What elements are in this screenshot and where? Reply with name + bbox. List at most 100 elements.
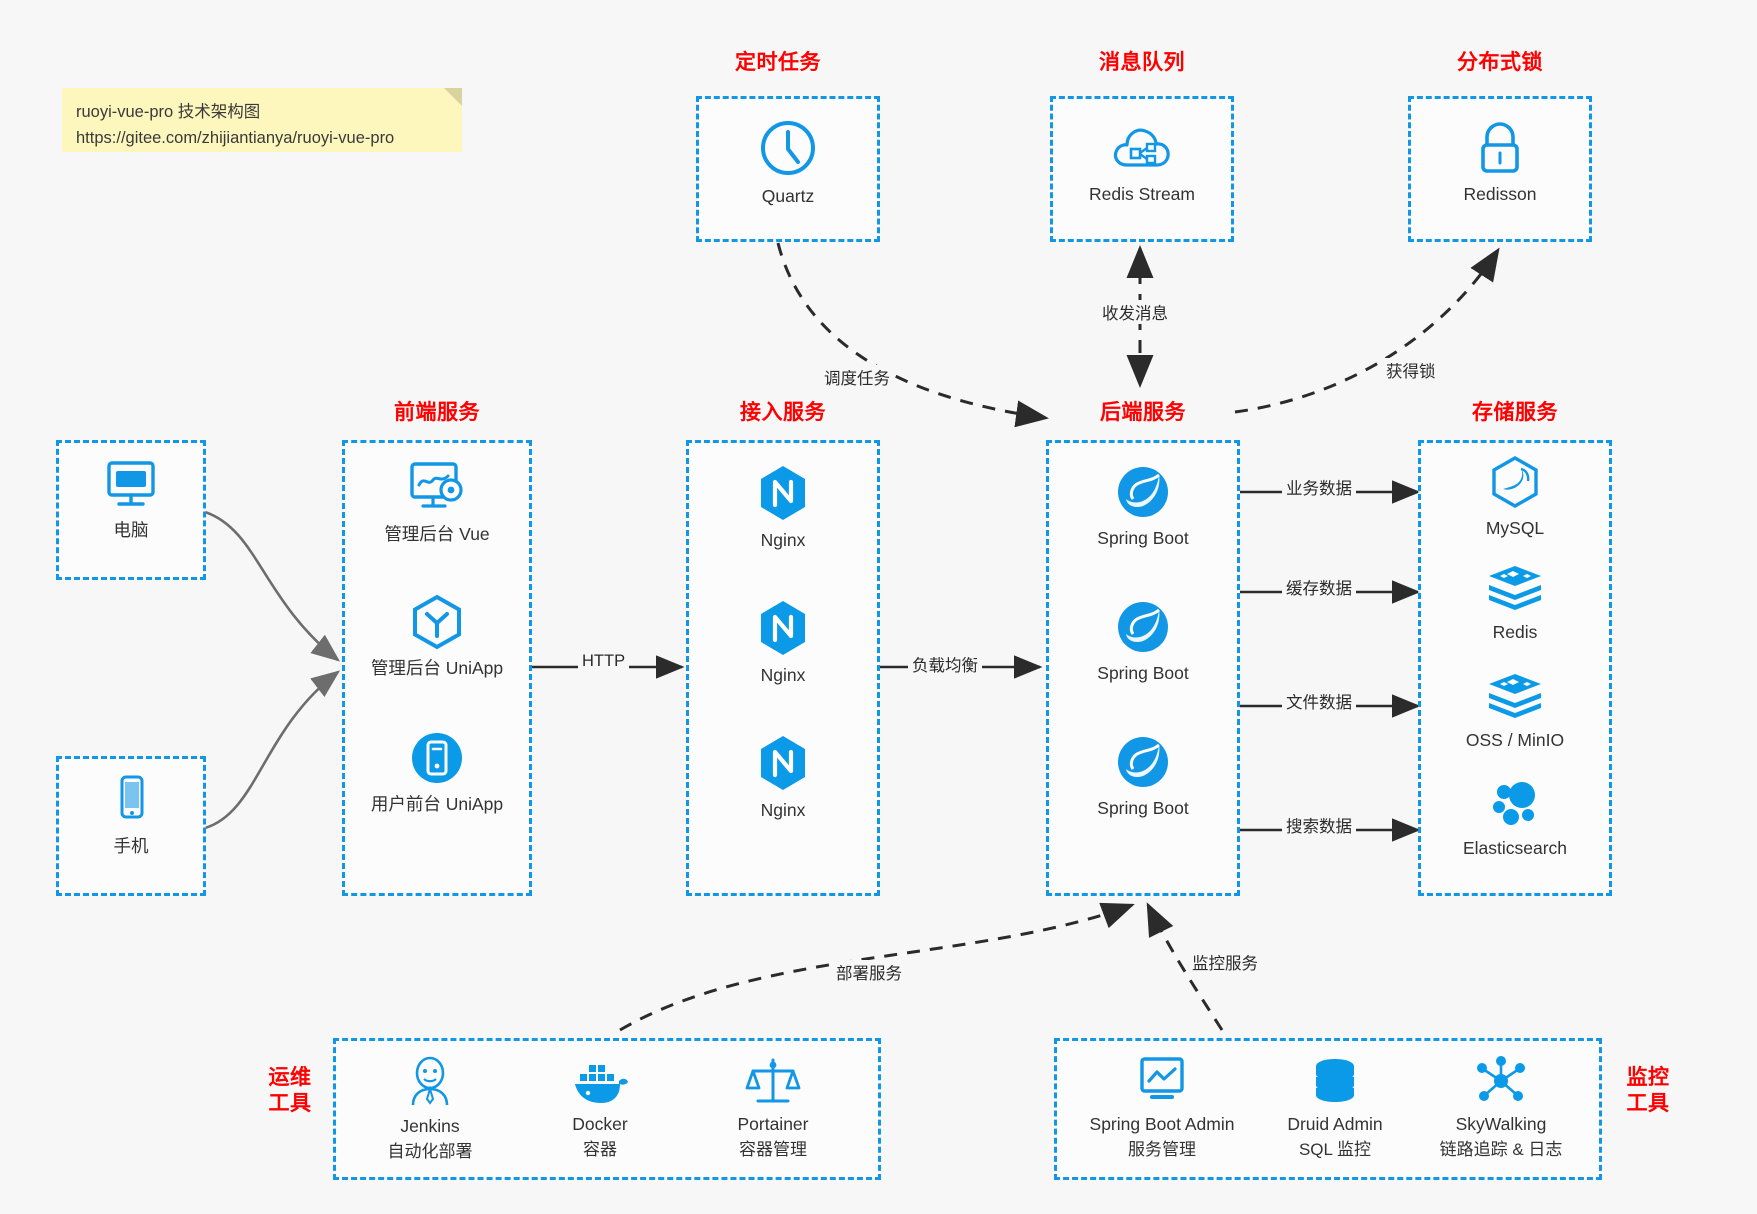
group-box-lock[interactable]: Redisson — [1408, 96, 1592, 242]
node-desc: 服务管理 — [1128, 1139, 1196, 1159]
mysql-dolphin-icon — [1492, 456, 1538, 508]
spring-leaf-icon — [1118, 737, 1168, 787]
docker-whale-icon — [575, 1065, 628, 1103]
group-box-backend[interactable]: Spring Boot Spring Boot Spring Boot — [1046, 440, 1240, 896]
node-oss-minio[interactable]: OSS / MinIO — [1421, 671, 1609, 753]
node-label: 管理后台 UniApp — [370, 658, 504, 678]
node-admin-uniapp[interactable]: 管理后台 UniApp — [345, 593, 529, 681]
node-name: Jenkins — [400, 1116, 460, 1136]
group-title-storage: 存储服务 — [1472, 401, 1558, 424]
group-box-devops[interactable]: Jenkins 自动化部署 Docker 容器 — [333, 1038, 881, 1180]
edge-label-send-receive-message: 收发消息 — [1098, 300, 1172, 324]
portainer-scale-icon — [745, 1058, 801, 1103]
node-label: Redisson — [1463, 184, 1537, 204]
diagram-note: ruoyi-vue-pro 技术架构图 https://gitee.com/zh… — [62, 88, 462, 152]
node-desc: 自动化部署 — [387, 1141, 473, 1161]
nginx-icon — [761, 736, 805, 790]
node-name: Portainer — [737, 1114, 809, 1134]
group-box-scheduler[interactable]: Quartz — [696, 96, 880, 242]
group-box-frontend[interactable]: 管理后台 Vue 管理后台 UniApp 用户前台 UniApp — [342, 440, 532, 896]
group-title-scheduler: 定时任务 — [735, 51, 821, 74]
node-label: 用户前台 UniApp — [370, 794, 504, 814]
group-title-monitor-line1: 监控 — [1626, 1066, 1670, 1089]
node-desc: 容器管理 — [739, 1139, 807, 1159]
node-mobile[interactable]: 手机 — [59, 773, 203, 859]
redis-stack-icon — [1489, 566, 1541, 610]
spring-leaf-icon — [1118, 467, 1168, 517]
node-elasticsearch[interactable]: Elasticsearch — [1421, 779, 1609, 861]
node-label: Nginx — [760, 530, 806, 550]
client-box-desktop[interactable]: 电脑 — [56, 440, 206, 580]
node-label: 管理后台 Vue — [384, 524, 490, 544]
group-box-mq[interactable]: Redis Stream — [1050, 96, 1234, 242]
node-name: Spring Boot Admin — [1089, 1114, 1235, 1134]
node-nginx-3[interactable]: Nginx — [689, 733, 877, 823]
node-label: MySQL — [1485, 518, 1545, 538]
group-title-lock: 分布式锁 — [1457, 51, 1543, 74]
node-label: Redis — [1492, 622, 1538, 642]
group-title-frontend: 前端服务 — [394, 401, 480, 424]
node-spring-boot-2[interactable]: Spring Boot — [1049, 598, 1237, 686]
node-spring-boot-admin[interactable]: Spring Boot Admin 服务管理 — [1067, 1055, 1257, 1162]
spring-leaf-icon — [1118, 602, 1168, 652]
edge-label-acquire-lock: 获得锁 — [1382, 358, 1440, 382]
group-title-devops: 运维 工具 — [255, 1065, 325, 1116]
group-box-gateway[interactable]: Nginx Nginx Nginx — [686, 440, 880, 896]
jenkins-butler-icon — [411, 1056, 449, 1106]
edge-label-cache-data: 缓存数据 — [1282, 575, 1356, 599]
node-jenkins[interactable]: Jenkins 自动化部署 — [350, 1055, 510, 1164]
node-label: Spring Boot — [1097, 663, 1189, 683]
node-label: Quartz — [761, 186, 815, 206]
edge-label-business-data: 业务数据 — [1282, 475, 1356, 499]
group-box-storage[interactable]: MySQL Redis OSS / MinIO — [1418, 440, 1612, 896]
node-spring-boot-1[interactable]: Spring Boot — [1049, 463, 1237, 551]
group-title-monitor-line2: 工具 — [1626, 1091, 1670, 1115]
padlock-icon — [1481, 122, 1519, 173]
node-name: Druid Admin — [1287, 1114, 1383, 1134]
edge-label-file-data: 文件数据 — [1282, 689, 1356, 713]
edge-label-load-balance: 负载均衡 — [908, 652, 982, 676]
node-nginx-1[interactable]: Nginx — [689, 463, 877, 553]
elasticsearch-icon — [1493, 782, 1535, 825]
node-spring-boot-3[interactable]: Spring Boot — [1049, 733, 1237, 821]
group-title-monitor: 监控 工具 — [1613, 1065, 1683, 1116]
node-label: Spring Boot — [1097, 798, 1189, 818]
node-label: Elasticsearch — [1462, 838, 1568, 858]
note-url: https://gitee.com/zhijiantianya/ruoyi-vu… — [76, 128, 395, 147]
group-box-monitor[interactable]: Spring Boot Admin 服务管理 Druid Admin SQL 监… — [1054, 1038, 1602, 1180]
node-label: 电脑 — [113, 520, 149, 540]
desktop-icon — [107, 461, 155, 506]
edge-label-http: HTTP — [578, 652, 630, 671]
node-portainer[interactable]: Portainer 容器管理 — [688, 1055, 858, 1162]
node-admin-vue[interactable]: 管理后台 Vue — [345, 459, 529, 547]
node-label: 手机 — [113, 836, 149, 856]
edge-label-monitor-service: 监控服务 — [1188, 950, 1262, 974]
group-title-backend: 后端服务 — [1100, 401, 1186, 424]
skywalking-node-icon — [1477, 1056, 1525, 1101]
node-desc: 链路追踪 & 日志 — [1439, 1139, 1563, 1159]
node-user-uniapp[interactable]: 用户前台 UniApp — [345, 729, 529, 817]
edge-label-search-data: 搜索数据 — [1282, 813, 1356, 837]
node-mysql[interactable]: MySQL — [1421, 455, 1609, 541]
node-name: SkyWalking — [1455, 1114, 1547, 1134]
node-redis-stream[interactable]: Redis Stream — [1053, 119, 1231, 207]
node-docker[interactable]: Docker 容器 — [520, 1059, 680, 1162]
nginx-icon — [761, 601, 805, 655]
node-skywalking[interactable]: SkyWalking 链路追踪 & 日志 — [1405, 1055, 1597, 1162]
node-druid-admin[interactable]: Druid Admin SQL 监控 — [1257, 1057, 1413, 1162]
node-redisson[interactable]: Redisson — [1411, 119, 1589, 207]
clock-icon — [761, 121, 815, 175]
node-quartz[interactable]: Quartz — [699, 117, 877, 209]
node-label: Nginx — [760, 800, 806, 820]
node-label: Nginx — [760, 665, 806, 685]
node-redis[interactable]: Redis — [1421, 563, 1609, 645]
group-title-devops-line2: 工具 — [268, 1091, 312, 1115]
group-title-mq: 消息队列 — [1099, 51, 1185, 74]
node-nginx-2[interactable]: Nginx — [689, 598, 877, 688]
node-desc: SQL 监控 — [1298, 1139, 1372, 1159]
database-cylinder-icon — [1316, 1059, 1354, 1102]
oss-stack-icon — [1489, 674, 1541, 718]
mobile-icon — [120, 775, 144, 819]
client-box-mobile[interactable]: 手机 — [56, 756, 206, 896]
node-desktop[interactable]: 电脑 — [59, 457, 203, 543]
